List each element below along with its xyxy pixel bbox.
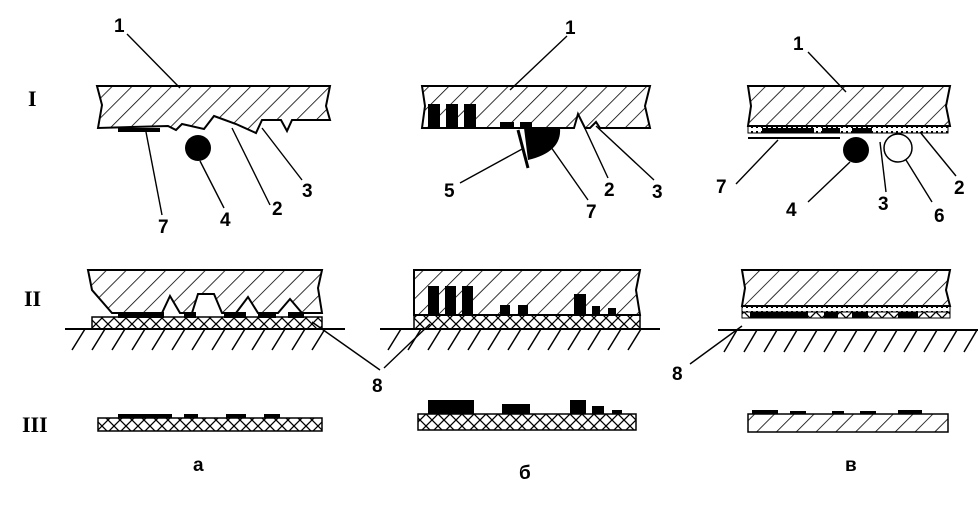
plate-b-row1 — [420, 85, 652, 169]
callout-2-c: 2 — [954, 178, 965, 199]
column-label-c: в — [845, 455, 857, 476]
callout-7-a: 7 — [158, 217, 169, 238]
callout-2-b: 2 — [604, 180, 615, 201]
row-label-3: III — [22, 412, 48, 437]
callout-1-a: 1 — [114, 16, 125, 37]
callout-2-a: 2 — [272, 199, 283, 220]
callout-3-b: 3 — [652, 182, 663, 203]
callout-7-b: 7 — [586, 202, 597, 223]
plate-b-row2 — [380, 269, 660, 351]
row-label-1: I — [28, 86, 37, 111]
callout-5-b: 5 — [444, 181, 455, 202]
layer-7-b — [524, 128, 561, 160]
callout-1-c: 1 — [793, 34, 804, 55]
callout-6-c: 6 — [934, 206, 945, 227]
row-label-2: II — [24, 286, 41, 311]
particle-4-c — [843, 137, 869, 163]
plate-c-row3 — [747, 410, 949, 433]
callout-4-a: 4 — [220, 210, 231, 231]
plate-c-row2 — [718, 269, 978, 353]
callouts-b-row1 — [459, 35, 655, 201]
column-label-a: а — [193, 455, 204, 476]
plate-a-row2 — [65, 269, 345, 351]
column-label-b: б — [519, 463, 531, 484]
plate-a-row3 — [97, 414, 323, 432]
callout-8-c: 8 — [672, 364, 683, 385]
callouts-a-row1 — [126, 33, 303, 216]
callout-1-b: 1 — [565, 18, 576, 39]
layer-7-a — [118, 128, 160, 132]
plate-a-row1 — [95, 85, 332, 161]
particle-6-c — [883, 133, 913, 163]
callout-3-c: 3 — [878, 194, 889, 215]
callout-4-c: 4 — [786, 200, 797, 221]
callout-7-c: 7 — [716, 177, 727, 198]
particle-4-a — [185, 135, 211, 161]
plate-c-row1 — [746, 85, 952, 163]
callout-3-a: 3 — [302, 181, 313, 202]
leader-8-a — [311, 321, 381, 371]
callouts-c-row1 — [735, 51, 957, 203]
plate-b-row3 — [417, 400, 637, 431]
leader-8-c — [689, 325, 743, 365]
callout-8-shared: 8 — [372, 376, 383, 397]
leader-8-b — [383, 323, 431, 369]
